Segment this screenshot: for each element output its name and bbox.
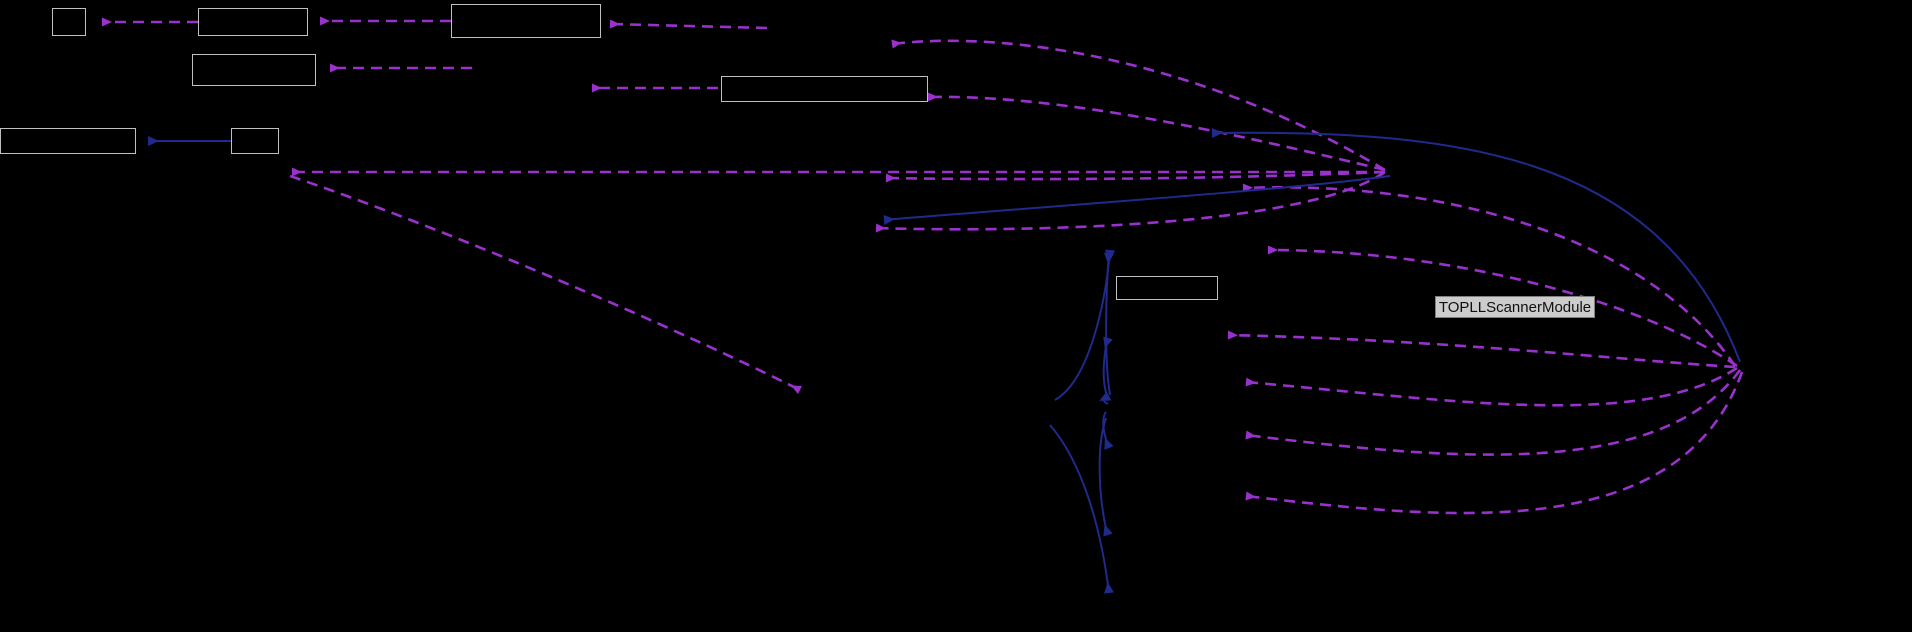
graph-node[interactable] (1116, 276, 1218, 300)
graph-node[interactable] (192, 54, 316, 86)
usage-edge-group (102, 16, 1744, 515)
graph-node[interactable] (0, 128, 136, 154)
graph-node[interactable] (451, 4, 601, 38)
graph-node[interactable] (721, 76, 928, 102)
graph-node-topllscannermodule[interactable]: TOPLLScannerModule (1435, 296, 1595, 318)
inheritance-edge-group (148, 128, 1741, 594)
graph-node-label: TOPLLScannerModule (1438, 298, 1592, 316)
graph-node[interactable] (198, 8, 308, 36)
graph-node[interactable] (52, 8, 86, 36)
graph-node[interactable] (231, 128, 279, 154)
